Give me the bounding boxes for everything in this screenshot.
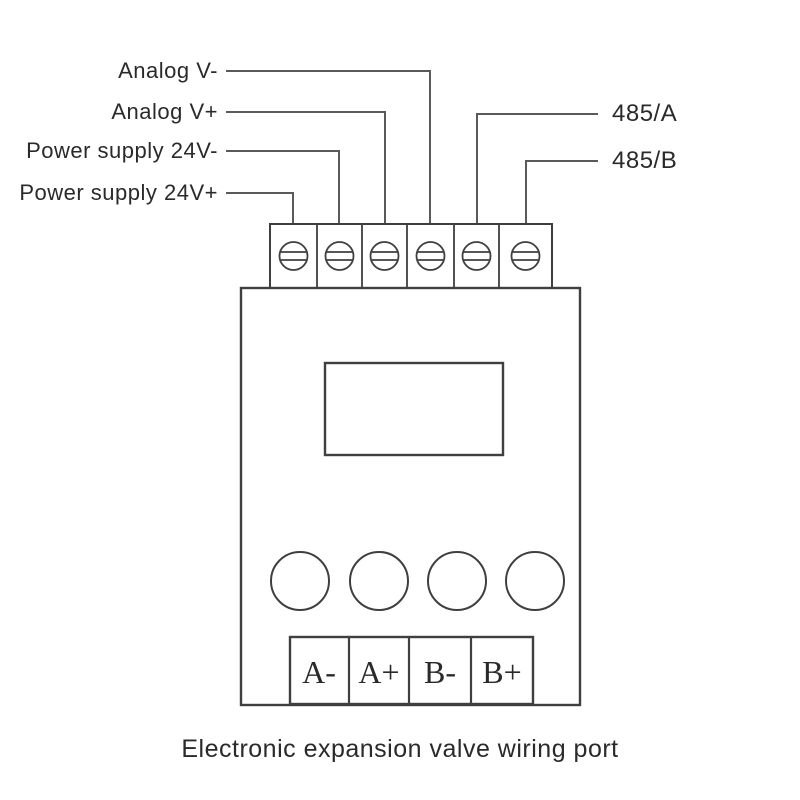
display-window: [323, 361, 505, 457]
screw-terminal-4: [415, 241, 446, 271]
connector-hole: [505, 551, 565, 611]
terminal-block-outline: [269, 223, 553, 289]
wire-analog-v-minus: [226, 70, 431, 223]
port-strip-dividers: [347, 637, 473, 704]
screw-terminal-3: [369, 241, 400, 271]
wire-analog-v-plus: [226, 111, 386, 223]
port-label-b-plus: B+: [482, 654, 521, 690]
wire-485-b: [525, 160, 598, 223]
wire-power-24v-plus: [226, 192, 294, 223]
wire-group: [226, 70, 598, 223]
label-analog-v-plus: Analog V+: [111, 99, 218, 124]
connector-hole: [270, 551, 330, 611]
wire-power-24v-minus: [226, 150, 340, 223]
screw-terminals: [278, 241, 541, 271]
screw-icon: [415, 241, 446, 271]
port-label-b-minus: B-: [424, 654, 456, 690]
terminal-block: [269, 223, 553, 289]
screw-icon: [369, 241, 400, 271]
connector-holes: [270, 551, 565, 611]
label-485-a: 485/A: [612, 100, 678, 127]
label-power-supply-24v-plus: Power supply 24V+: [19, 180, 218, 205]
wire-485-a: [476, 113, 598, 223]
port-label-a-minus: A-: [302, 654, 336, 690]
screw-terminal-2: [324, 241, 355, 271]
port-label-a-plus: A+: [358, 654, 399, 690]
connector-hole: [427, 551, 487, 611]
connector-hole: [349, 551, 409, 611]
device-body: A- A+ B- B+: [239, 286, 582, 707]
screw-icon: [461, 241, 492, 271]
screw-icon: [510, 241, 541, 271]
terminal-dividers: [316, 224, 500, 288]
port-strip-outline: [288, 635, 535, 706]
label-analog-v-minus: Analog V-: [118, 58, 218, 83]
screw-terminal-1: [278, 241, 309, 271]
label-power-supply-24v-minus: Power supply 24V-: [26, 138, 218, 163]
port-strip: A- A+ B- B+: [288, 635, 535, 706]
caption: Electronic expansion valve wiring port: [181, 735, 619, 763]
screw-icon: [324, 241, 355, 271]
screw-terminal-6: [510, 241, 541, 271]
screw-terminal-5: [461, 241, 492, 271]
label-485-b: 485/B: [612, 147, 678, 174]
screw-icon: [278, 241, 309, 271]
device-body-outline: [239, 286, 582, 707]
